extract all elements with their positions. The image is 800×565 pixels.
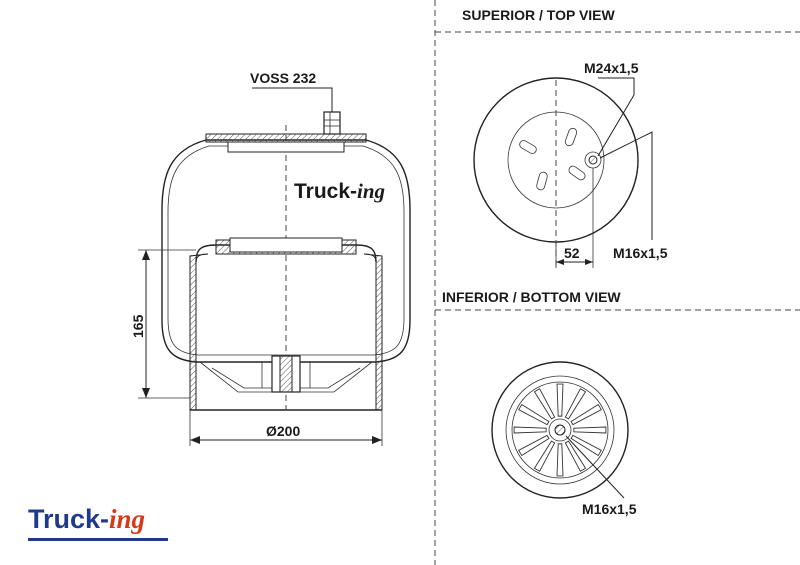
voss-leader bbox=[252, 87, 333, 112]
m24-label: M24x1,5 bbox=[584, 60, 639, 76]
slot-2 bbox=[564, 127, 578, 147]
bottom-view: INFERIOR / BOTTOM VIEW M16x1,5 bbox=[442, 289, 637, 517]
bottom-rib bbox=[518, 403, 550, 426]
voss-fitting bbox=[323, 111, 341, 135]
bottom-rib bbox=[556, 383, 564, 417]
piston-wall-left bbox=[189, 253, 209, 411]
bottom-ribs bbox=[513, 383, 607, 477]
bottom-rib bbox=[533, 440, 556, 472]
m16-bottom-label: M16x1,5 bbox=[582, 501, 637, 517]
brand-logo: Truck-ing bbox=[28, 504, 168, 541]
m16-top-leader bbox=[599, 131, 653, 240]
bottom-rib bbox=[570, 434, 602, 457]
piston-cap-bead bbox=[229, 237, 343, 253]
slot-4 bbox=[568, 165, 586, 181]
bottom-outer bbox=[491, 361, 629, 499]
offset-label: 52 bbox=[564, 245, 580, 261]
top-view: SUPERIOR / TOP VIEW M24x1,5 M16x1,5 52 bbox=[462, 7, 668, 268]
m16-top-label: M16x1,5 bbox=[613, 245, 668, 261]
bottom-rib bbox=[564, 440, 587, 472]
bottom-port bbox=[554, 424, 566, 436]
svg-text:Truck-ing: Truck-ing bbox=[28, 504, 145, 534]
bottom-inner-rim bbox=[511, 381, 609, 479]
bellows-brand-logo: Truck-ing bbox=[294, 179, 385, 203]
slot-1 bbox=[519, 140, 537, 154]
bottom-rib bbox=[573, 426, 607, 434]
diameter-label: Ø200 bbox=[266, 423, 300, 439]
air-spring-side-view: VOSS 232 165 Ø200 Truck-ing bbox=[130, 70, 411, 446]
bottom-rib bbox=[533, 388, 556, 420]
piston-wall-right bbox=[363, 253, 383, 411]
bottom-rib bbox=[564, 388, 587, 420]
bottom-rib bbox=[518, 434, 550, 457]
bottom-rib bbox=[513, 426, 547, 434]
bellows-inner bbox=[167, 145, 405, 356]
m16-bottom-leader bbox=[565, 435, 625, 499]
brand-prefix: Truck- bbox=[28, 504, 109, 534]
bottom-rim bbox=[505, 375, 615, 485]
bottom-hub bbox=[548, 418, 572, 442]
voss-label: VOSS 232 bbox=[250, 70, 316, 86]
top-view-title: SUPERIOR / TOP VIEW bbox=[462, 7, 616, 23]
top-plate-bead bbox=[227, 141, 345, 153]
bottom-rib bbox=[570, 403, 602, 426]
port-inner bbox=[588, 155, 598, 165]
brand-underline bbox=[28, 538, 168, 541]
height-label: 165 bbox=[130, 314, 146, 338]
brand-suffix: ing bbox=[109, 504, 145, 534]
slot-3 bbox=[536, 171, 548, 191]
m24-leader bbox=[597, 77, 635, 157]
top-plate bbox=[205, 133, 367, 143]
bottom-rib bbox=[556, 443, 564, 477]
bottom-view-title: INFERIOR / BOTTOM VIEW bbox=[442, 289, 621, 305]
